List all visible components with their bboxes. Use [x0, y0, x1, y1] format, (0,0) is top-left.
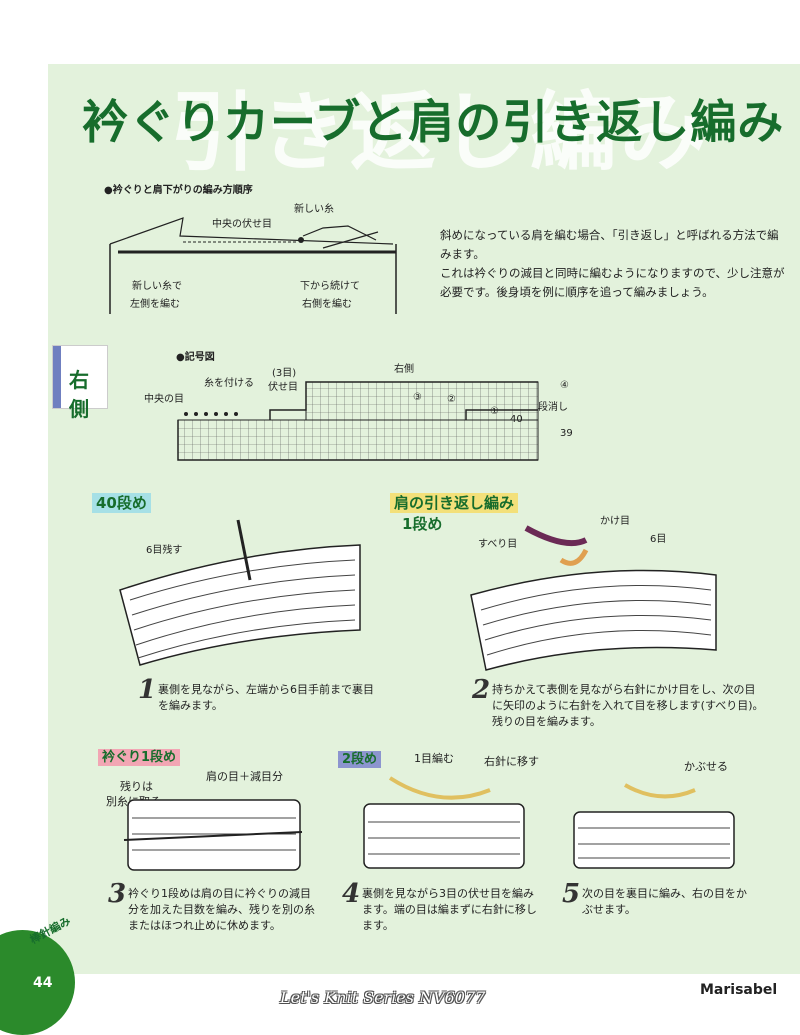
mark-2: ②: [447, 394, 456, 405]
row-39: 39: [560, 428, 573, 439]
step-2-line-1: 持ちかえて表側を見ながら右針にかけ目をし、次の目: [492, 683, 756, 696]
label-cover: かぶせる: [684, 760, 728, 773]
step-1-number: 1: [138, 675, 157, 705]
symbol-chart-grid: [177, 381, 539, 461]
step-1-line-1: 裏側を見ながら、左端から6目手前まで裏目: [158, 683, 374, 696]
section-shoulder-label: 肩の引き返し編み 1段め: [390, 492, 519, 534]
section-neck-label: 衿ぐり1段め: [98, 746, 181, 766]
series-watermark: Let's Knit Series NV6077: [280, 988, 486, 1007]
label-count-6: 6目: [650, 534, 667, 545]
step-2-line-2: に矢印のように右針を入れて目を移します(すべり目)。: [492, 699, 764, 712]
knit-illustration-row2b: [573, 783, 735, 869]
intro-paragraph-2: これは衿ぐりの減目と同時に編むようになりますので、少し注意が必要です。後身頃を例…: [440, 266, 785, 299]
order-diagram: [109, 217, 397, 314]
page-title: 衿ぐりカーブと肩の引き返し編み: [82, 95, 785, 149]
knit-illustration-neck: [123, 799, 303, 871]
label-yo: かけ目: [600, 516, 630, 527]
side-tab: 右側: [52, 345, 108, 421]
step-5-line-2: ぶせます。: [582, 903, 636, 916]
step-1-line-2: を編みます。: [158, 699, 223, 712]
mark-3: ③: [413, 392, 422, 403]
label-right-side: 右側: [394, 364, 414, 375]
label-center-stitch: 中央の目: [144, 394, 184, 405]
right-note-1: 下から続けて: [300, 281, 360, 292]
row-40: 40: [510, 414, 523, 425]
label-leave-1: 残りは: [120, 780, 153, 793]
background-title: 引き返し編み: [170, 83, 710, 183]
step-4-number: 4: [342, 879, 361, 909]
label-attach-yarn: 糸を付ける: [204, 378, 254, 389]
order-heading: ●衿ぐりと肩下がりの編み方順序: [104, 185, 253, 196]
section-neck-text: 衿ぐり1段め: [98, 749, 181, 766]
label-center-bind: 中央の伏せ目: [212, 219, 272, 230]
label-move: 右針に移す: [484, 755, 539, 768]
step-3-number: 3: [108, 879, 127, 909]
left-note-1: 新しい糸で: [132, 281, 182, 292]
left-note-2: 左側を編む: [130, 299, 180, 310]
step-4-line-1: 裏側を見ながら3目の伏せ目を編み: [362, 887, 534, 900]
mark-1: ①: [490, 406, 499, 417]
knit-illustration-shoulder: [470, 525, 717, 671]
label-shoulder-plus: 肩の目＋減目分: [206, 770, 283, 783]
step-5-line-1: 次の目を裏目に編み、右の目をか: [582, 887, 747, 900]
right-note-2: 右側を編む: [302, 299, 352, 310]
step-3-line-2: 分を加えた目数を編み、残りを別の糸: [128, 903, 315, 916]
label-new-yarn: 新しい糸: [294, 204, 334, 215]
label-slip: すべり目: [478, 539, 518, 550]
page-number: 44: [33, 975, 53, 991]
step-4-line-2: ます。端の目は編まずに右針に移し: [362, 903, 537, 916]
step-4-line-3: ます。: [362, 919, 394, 932]
section-shoulder-text-1: 肩の引き返し編み: [390, 493, 519, 513]
section-40-text: 40段め: [92, 493, 151, 513]
side-tab-label: 右側: [69, 368, 89, 421]
step-2-line-3: 残りの目を編みます。: [492, 715, 601, 728]
intro-text: 斜めになっている肩を編む場合、「引き返し」と呼ばれる方法で編みます。 これは衿ぐ…: [440, 226, 785, 302]
label-knit-1: 1目編む: [414, 752, 454, 765]
step-5-number: 5: [562, 879, 581, 909]
chart-heading: ●記号図: [176, 352, 215, 363]
step-3-line-1: 衿ぐり1段めは肩の目に衿ぐりの減目: [128, 887, 311, 900]
label-count-3: (3目): [272, 368, 297, 379]
step-2-number: 2: [472, 675, 491, 705]
knit-illustration-40: [119, 519, 361, 666]
mark-4: ④: [560, 380, 569, 391]
section-shoulder-text-2: 1段め: [402, 515, 443, 533]
knit-illustration-row2a: [363, 776, 525, 869]
label-bind-off: 伏せ目: [268, 382, 298, 393]
label-short-rows: 段消し: [538, 402, 568, 413]
side-tab-bar: [53, 346, 61, 408]
section-2-text: 2段め: [338, 751, 382, 768]
brand-label: Marisabel: [700, 982, 778, 998]
label-remain-6: 6目残す: [146, 545, 183, 556]
step-3-line-3: またはほつれ止めに休めます。: [128, 919, 281, 932]
intro-paragraph-1: 斜めになっている肩を編む場合、「引き返し」と呼ばれる方法で編みます。: [440, 228, 779, 261]
section-40-label: 40段め: [92, 492, 151, 513]
section-2-label: 2段め: [338, 748, 382, 768]
